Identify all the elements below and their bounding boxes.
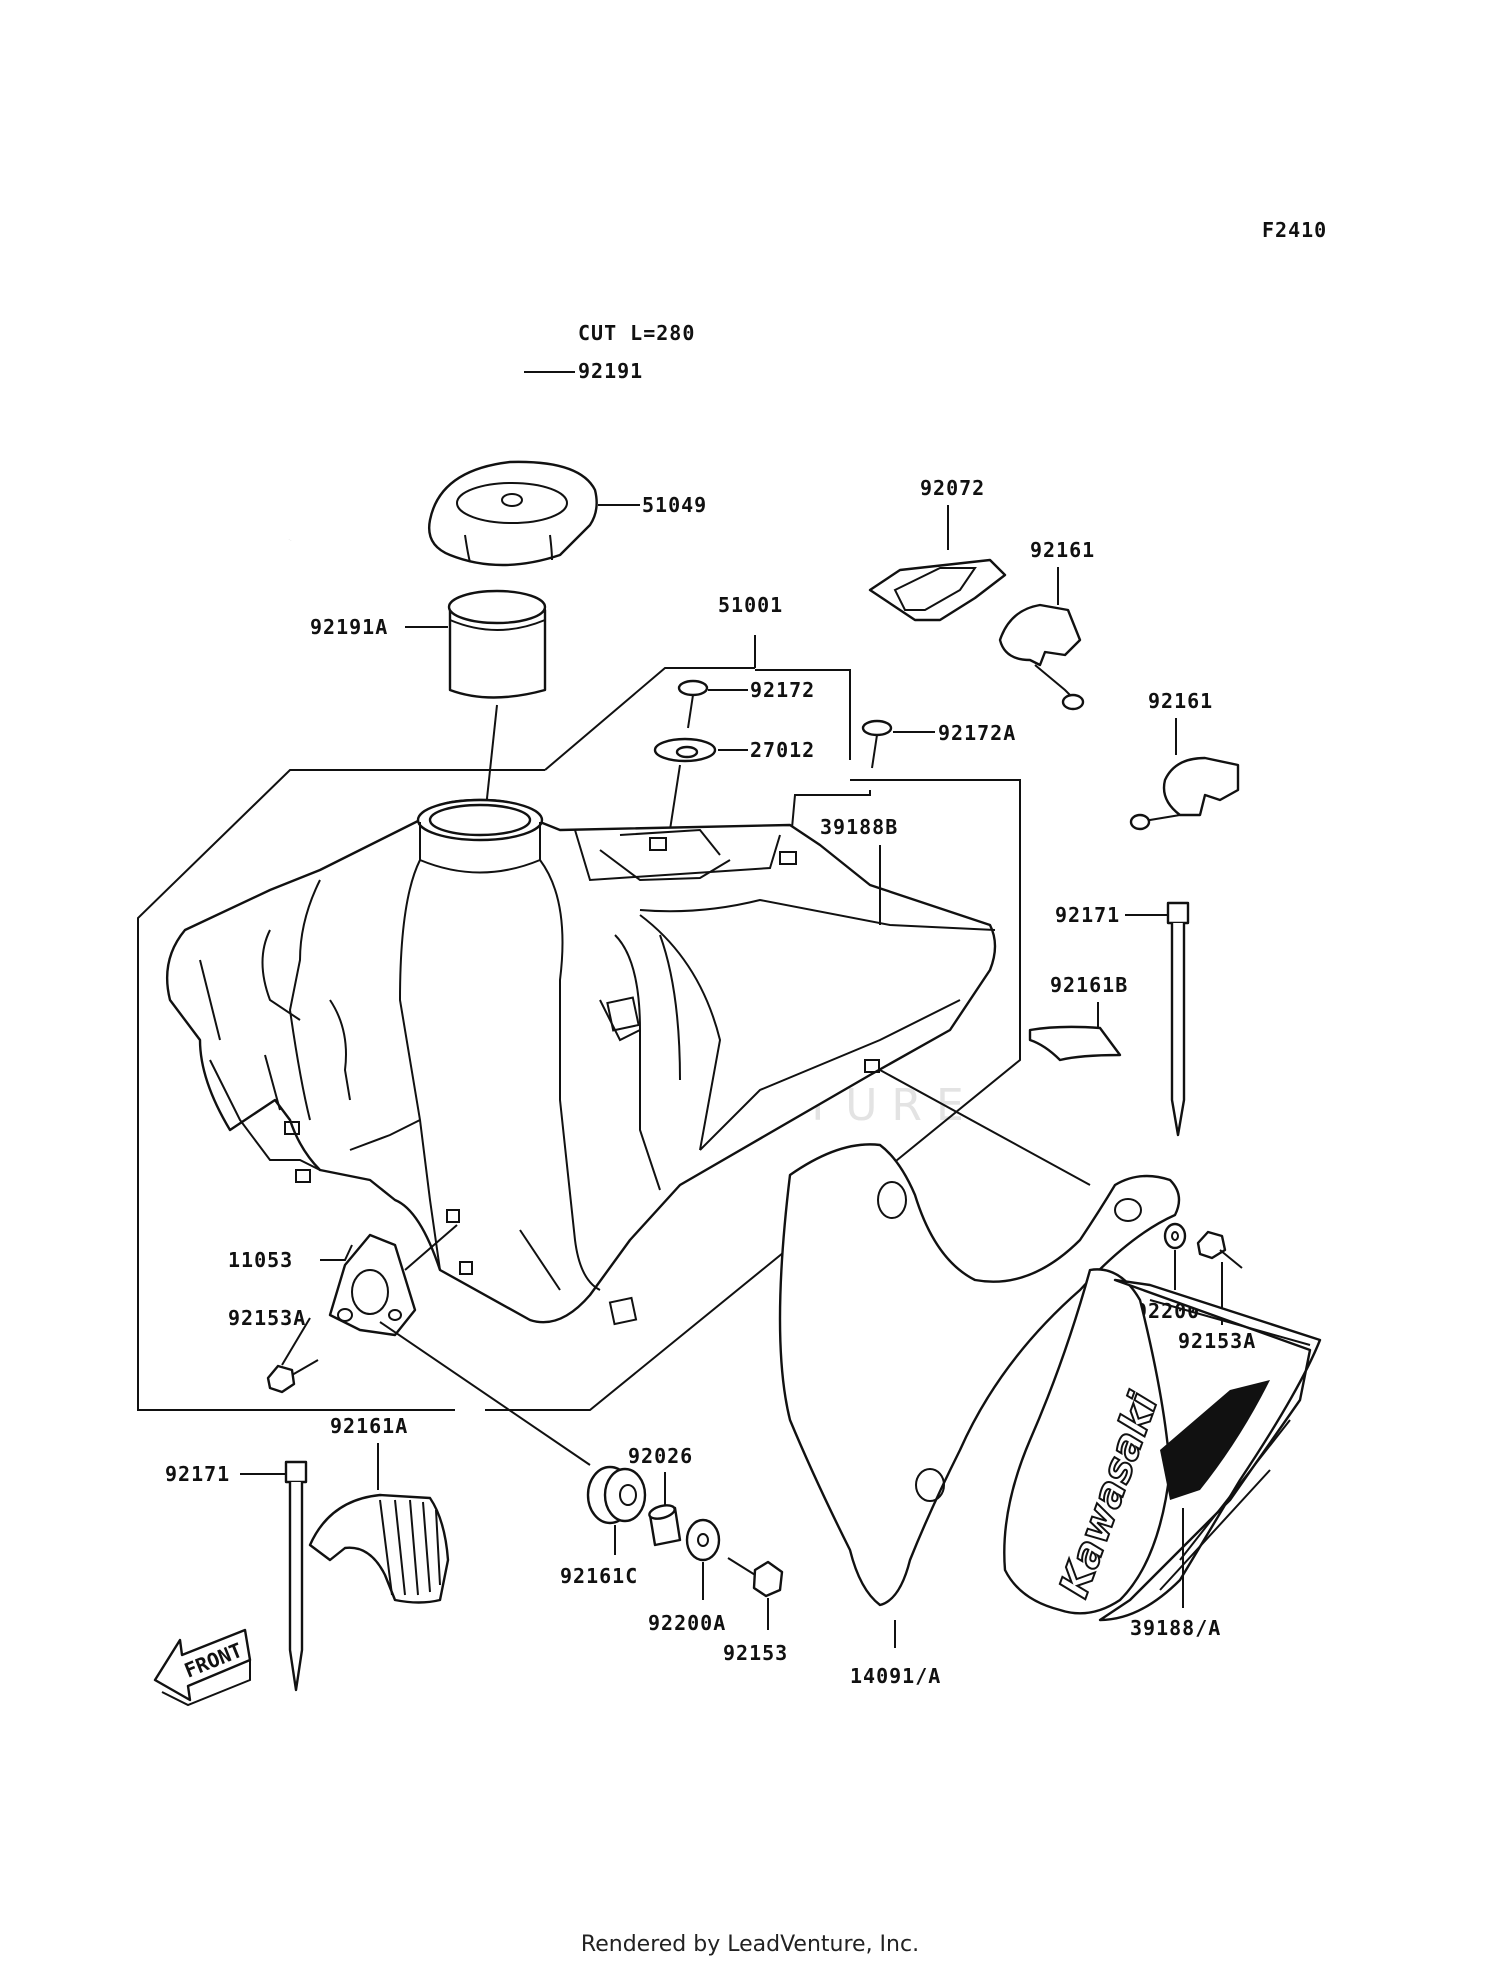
bolt-92172 — [677, 679, 748, 729]
front-arrow: FRONT — [153, 1628, 252, 1707]
label-92161B: 92161B — [1050, 973, 1128, 997]
collar-27012 — [653, 737, 748, 863]
clamp-92161-1 — [998, 603, 1085, 711]
label-14091A: 14091/A — [850, 1664, 941, 1688]
label-92161A: 92161A — [330, 1414, 408, 1438]
label-92200A: 92200A — [648, 1611, 726, 1635]
fuel-tank — [166, 798, 997, 1326]
side-shroud — [778, 1143, 1181, 1648]
bolt-92172A — [789, 719, 935, 851]
breather-hose — [285, 227, 575, 541]
label-92153A-l: 92153A — [228, 1306, 306, 1330]
collar-92026 — [648, 1504, 682, 1547]
label-27012: 27012 — [750, 738, 815, 762]
label-92171-r: 92171 — [1055, 903, 1120, 927]
fuel-cap — [428, 460, 640, 567]
filler-neck — [405, 589, 547, 846]
label-92172: 92172 — [750, 678, 815, 702]
strap-92072 — [868, 558, 1007, 622]
label-92153A-r: 92153A — [1178, 1329, 1256, 1353]
clamp-92161-2 — [1129, 756, 1240, 831]
bolt-92153A-left — [266, 1317, 319, 1394]
label-92161C: 92161C — [560, 1564, 638, 1588]
label-39188A: 39188/A — [1130, 1616, 1221, 1640]
label-11053: 11053 — [228, 1248, 293, 1272]
fuel-cock-11053 — [320, 1224, 591, 1466]
label-92161-1: 92161 — [1030, 538, 1095, 562]
label-51049: 51049 — [642, 493, 707, 517]
label-92161-2: 92161 — [1148, 689, 1213, 713]
washer-92200 — [1163, 1222, 1187, 1290]
label-51001: 51001 — [718, 593, 783, 617]
label-92171-l: 92171 — [165, 1462, 230, 1486]
cut-length-note: CUT L=280 — [578, 321, 695, 345]
label-92026: 92026 — [628, 1444, 693, 1468]
label-92172A: 92172A — [938, 721, 1016, 745]
cable-tie-left — [284, 1460, 308, 1692]
label-92191A: 92191A — [310, 615, 388, 639]
figure-code: F2410 — [1262, 218, 1327, 242]
footer-credit: Rendered by LeadVenture, Inc. — [580, 1932, 920, 1957]
label-92072: 92072 — [920, 476, 985, 500]
assembly-frame — [137, 635, 1021, 1411]
label-92153: 92153 — [723, 1641, 788, 1665]
protector-92161A — [308, 1493, 450, 1604]
protector-92161B — [1028, 1025, 1122, 1062]
washer-92200A — [685, 1518, 721, 1600]
cable-tie-right — [1166, 901, 1190, 1137]
label-92191: 92191 — [578, 359, 643, 383]
label-39188B: 39188B — [820, 815, 898, 839]
bolt-92153 — [727, 1557, 784, 1630]
grommet-92161C — [586, 1465, 647, 1555]
